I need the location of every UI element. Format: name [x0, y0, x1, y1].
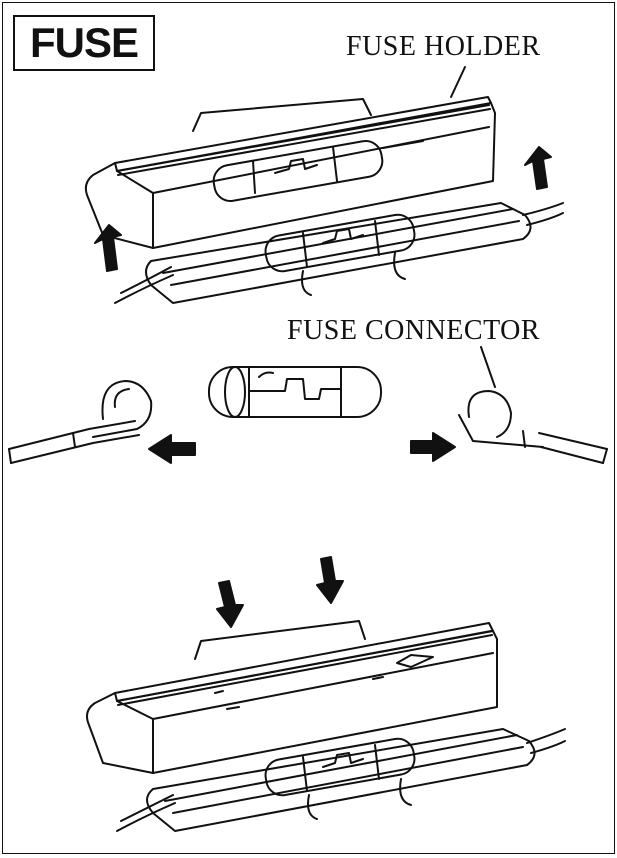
left-wire — [9, 421, 139, 463]
holder-base — [146, 203, 531, 303]
holder-rib — [118, 635, 492, 705]
fuse-in-base-caps — [303, 221, 379, 267]
left-wire — [117, 795, 175, 831]
left-connector-clip — [93, 381, 151, 437]
fuse-holder-leader — [451, 67, 465, 97]
connector-clips — [302, 253, 405, 295]
fuse-holder-label: FUSE HOLDER — [346, 31, 541, 62]
arrow-down-left — [217, 581, 243, 627]
fuse-element — [249, 379, 341, 399]
holder-lid-body — [86, 103, 495, 248]
fuse-in-lid-caps — [253, 147, 337, 193]
arrow-up-left — [95, 225, 121, 271]
holder-rib — [117, 631, 491, 701]
holder-lid-body — [87, 631, 497, 773]
fuse-connector-leader — [481, 347, 495, 387]
fuse-illustration — [3, 3, 614, 853]
right-connector-clip — [459, 415, 543, 447]
holder-lid-edge — [153, 127, 489, 193]
holder-rib — [118, 109, 490, 175]
fuse-holder-open — [86, 97, 563, 303]
arrow-left — [149, 435, 195, 463]
right-connector — [459, 391, 607, 463]
holder-lid-back — [193, 99, 371, 131]
fuse-in-base-caps — [303, 745, 379, 791]
lid-notches — [215, 677, 383, 709]
arrow-up-right — [525, 147, 551, 189]
holder-base-rib — [173, 747, 523, 813]
fuse-in-base — [263, 736, 417, 798]
holder-lid-edge — [117, 701, 153, 773]
arrow-right — [411, 433, 455, 461]
right-wire — [523, 203, 563, 225]
fuse-glass-highlight — [259, 373, 273, 378]
holder-base — [147, 729, 535, 831]
fuse-holder-closing — [87, 621, 565, 831]
diagram-title: FUSE — [13, 15, 155, 71]
lid-latch — [397, 655, 433, 667]
left-wire — [115, 267, 173, 303]
holder-lid-edge — [117, 171, 153, 248]
holder-base-rib — [163, 209, 513, 273]
holder-wire-inside — [383, 141, 423, 148]
fuse-in-lid — [211, 139, 385, 204]
left-connector — [9, 381, 151, 463]
fuse-separate — [209, 367, 381, 417]
holder-base-rib — [171, 221, 519, 285]
connector-clips — [308, 779, 411, 819]
holder-lid-back — [195, 621, 365, 659]
right-wire — [539, 433, 607, 463]
fuse-element — [323, 753, 363, 767]
arrow-down-right — [317, 557, 343, 603]
right-crimp — [523, 431, 525, 447]
left-crimp — [73, 433, 75, 447]
fuse-glass — [209, 367, 381, 417]
fuse-element — [323, 229, 363, 243]
fuse-element — [275, 159, 317, 173]
left-connector-clip — [115, 389, 129, 407]
right-wire-end — [603, 449, 607, 463]
fuse-cap-left — [225, 367, 245, 417]
right-wire — [527, 729, 565, 753]
holder-base-rib — [165, 735, 517, 801]
left-wire-end — [9, 449, 11, 463]
fuse-in-base — [263, 212, 417, 274]
right-connector-clip — [468, 391, 511, 437]
holder-lid-edge — [153, 653, 493, 719]
holder-rib — [117, 105, 489, 171]
fuse-connector-label: FUSE CONNECTOR — [287, 315, 541, 346]
